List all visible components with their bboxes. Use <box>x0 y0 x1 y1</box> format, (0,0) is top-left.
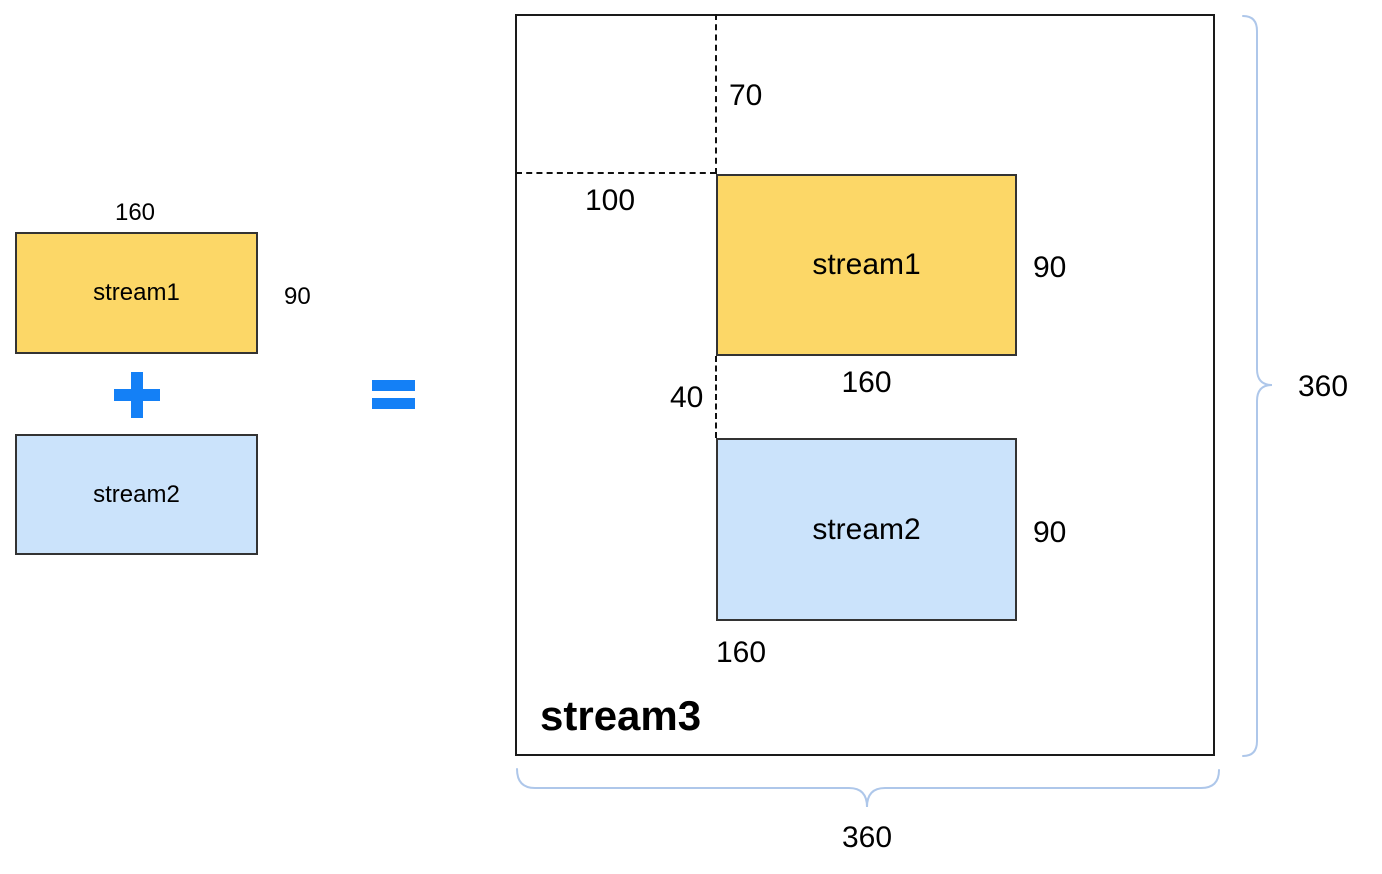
y-offset-guide-line <box>715 14 717 174</box>
composite-stream2-width-label: 160 <box>716 636 767 669</box>
x-offset-guide-line <box>516 172 716 174</box>
gap-label: 40 <box>670 381 704 414</box>
stream3-title: stream3 <box>540 692 702 739</box>
composite-stream1-box: stream1 <box>716 174 1017 356</box>
width-brace <box>516 768 1220 808</box>
canvas-width-label: 360 <box>841 821 893 854</box>
source-stream1-box: stream1 <box>15 232 258 354</box>
composite-stream2-label: stream2 <box>812 512 921 546</box>
source-stream2-box: stream2 <box>15 434 258 555</box>
source-stream1-width-label: 160 <box>114 199 156 226</box>
y-offset-label: 70 <box>729 79 763 112</box>
composite-stream2-box: stream2 <box>716 438 1017 621</box>
equals-icon <box>372 380 415 409</box>
canvas-height-label: 360 <box>1298 370 1349 403</box>
source-stream2-label: stream2 <box>93 480 180 508</box>
composite-stream2-height-label: 90 <box>1033 516 1067 549</box>
source-stream1-label: stream1 <box>93 279 180 306</box>
gap-guide-line <box>715 356 717 438</box>
height-brace <box>1242 15 1273 757</box>
x-offset-label: 100 <box>585 184 636 217</box>
source-stream1-height-label: 90 <box>284 283 311 310</box>
plus-icon <box>114 372 160 418</box>
stream3-canvas-box <box>515 14 1215 756</box>
composite-stream1-label: stream1 <box>812 248 921 281</box>
composite-stream1-width-label: 160 <box>841 366 892 399</box>
composite-stream1-height-label: 90 <box>1033 251 1067 284</box>
